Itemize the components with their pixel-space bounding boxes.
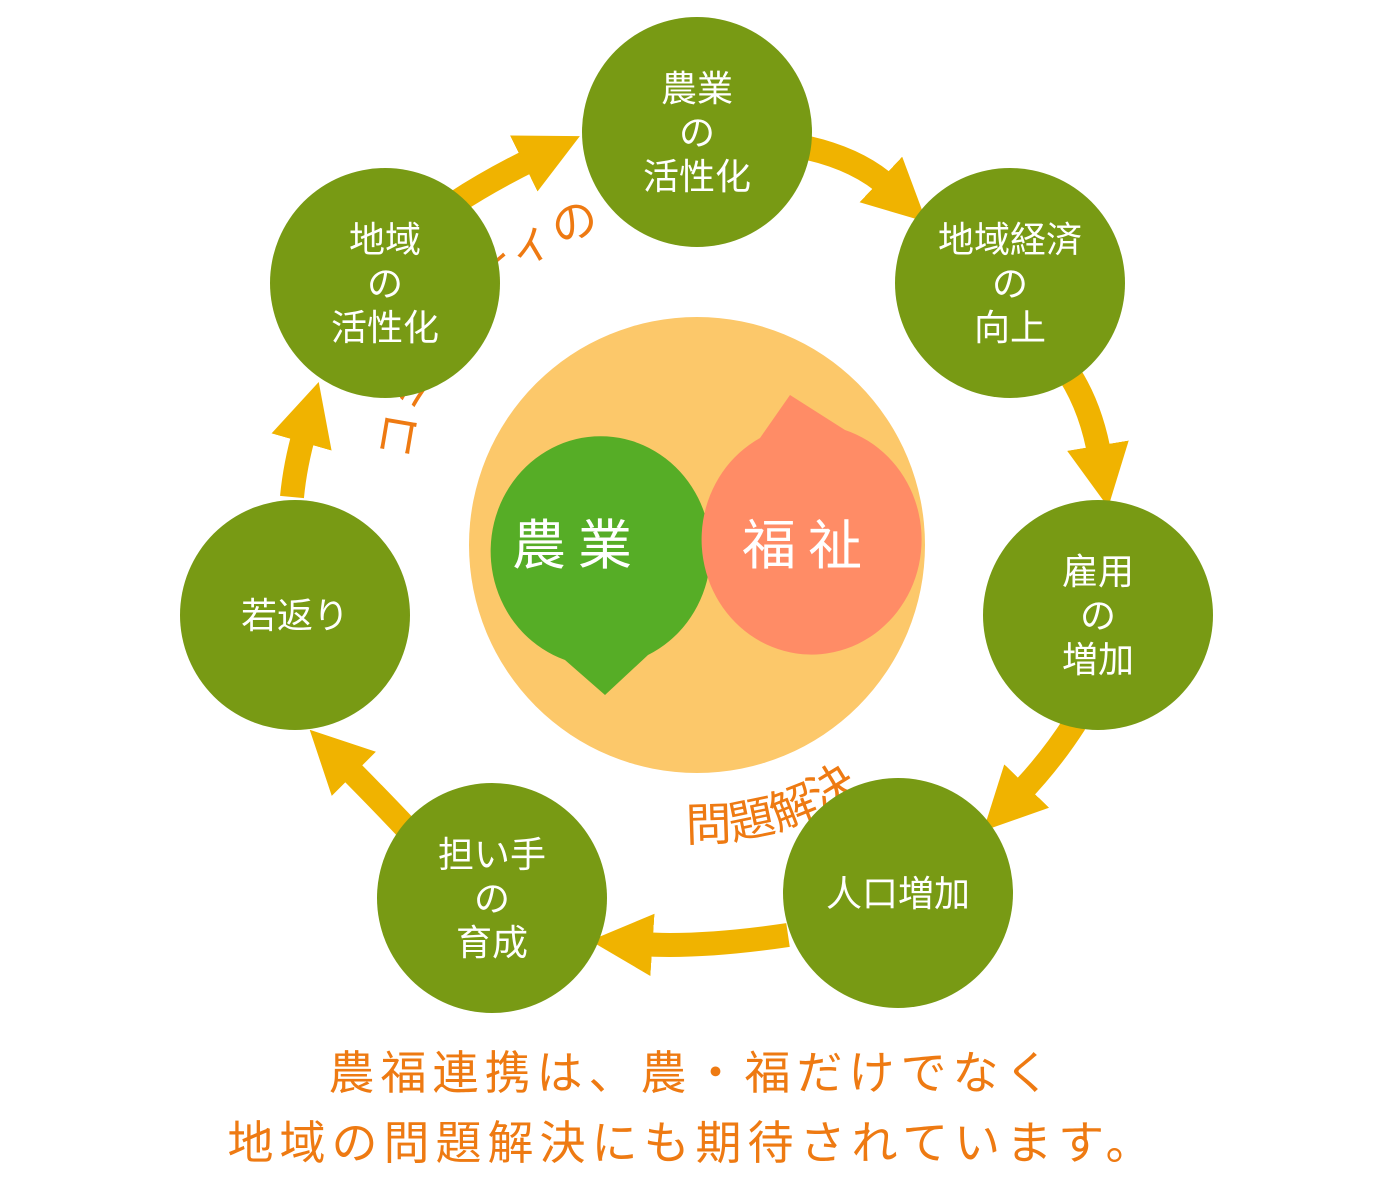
node-label-line: 地域経済 [938,220,1082,261]
node-label-line: の [1080,596,1116,637]
node-label-line: 担い手 [438,835,546,876]
node-label-line: の [367,264,403,305]
node-label-line: 向上 [974,308,1046,349]
cycle-arrow-6 [271,381,332,499]
node-circle [783,778,1013,1008]
cycle-arrow-5 [309,729,419,841]
cycle-node-population-increase: 人口増加 [783,778,1013,1008]
node-circle [895,168,1125,398]
node-circle [180,500,410,730]
node-label-line: 若返り [241,596,349,637]
cycle-arrow-1 [805,136,927,223]
node-label-line: 地域 [349,220,421,261]
agriculture-speech-bubble [490,436,711,695]
node-label-line: 増加 [1062,640,1134,681]
node-circle [983,500,1213,730]
agriculture-label: 農業 [512,514,644,577]
node-circle [377,783,607,1013]
node-label-line: 活性化 [331,308,439,349]
node-circle [582,17,812,247]
caption-line-2: 地域の問題解決にも期待されています。 [227,1116,1158,1170]
node-label-line: の [474,879,510,920]
node-label-line: の [992,264,1028,305]
node-label-line: 活性化 [643,157,751,198]
cycle-node-rejuvenation: 若返り [180,500,410,730]
cycle-arrow-4 [590,913,790,976]
node-circle [270,168,500,398]
node-label-line: 雇用 [1062,552,1134,593]
welfare-label: 福祉 [742,514,874,577]
node-label-line: の [679,113,715,154]
cycle-arrow-3 [983,716,1086,831]
node-label-line: 育成 [456,923,528,964]
cycle-arrow-2 [1059,368,1129,508]
cycle-arrow-7 [448,135,580,214]
node-label-line: 人口増加 [826,874,970,915]
node-label-line: 農業 [661,69,733,110]
caption-line-1: 農福連携は、農・福だけでなく [328,1046,1057,1100]
welfare-speech-bubble [701,395,922,655]
